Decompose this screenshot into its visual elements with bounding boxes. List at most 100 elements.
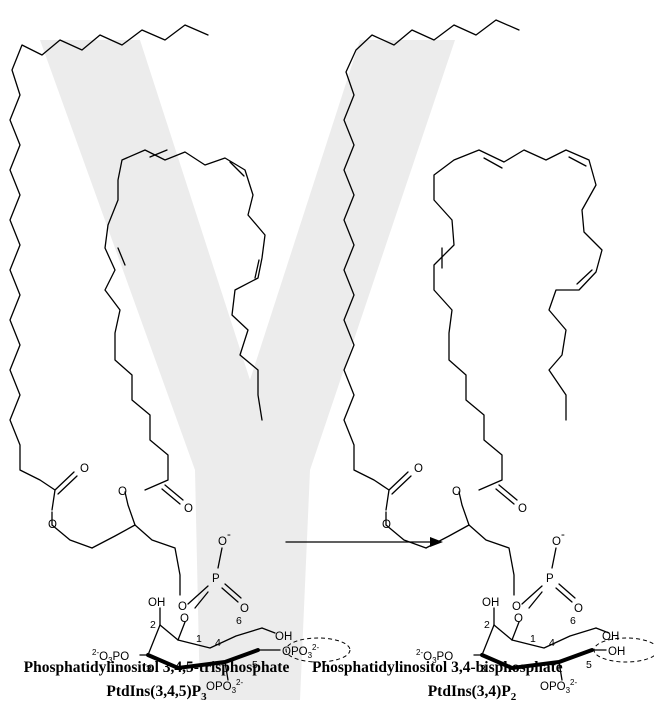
- right-glycerol-o2: [458, 491, 470, 526]
- right-ring-num-2: 2: [484, 619, 490, 631]
- right-o-double: O: [574, 603, 583, 615]
- left-o-double: O: [240, 603, 249, 615]
- left-oh2: OH: [148, 597, 165, 609]
- right-ring-num-1: 1: [530, 633, 536, 645]
- right-phosphate-p-o-double-2: [558, 583, 576, 599]
- left-o-ester2: O: [118, 486, 127, 498]
- left-ring-sides: [147, 624, 161, 656]
- right-caption-abbr-sub: 2: [510, 691, 517, 704]
- left-ring-num-4: 4: [215, 637, 221, 649]
- left-oh6: OH: [275, 631, 292, 643]
- right-chain-1: [343, 19, 520, 511]
- left-caption-abbr-main: PtdIns(3,4,5)P: [106, 683, 202, 700]
- right-ring-sides: [481, 624, 495, 656]
- right-ring-num-3: 3: [480, 663, 486, 675]
- left-chain-2-db3: [254, 259, 260, 279]
- left-chain-2-db1: [149, 149, 168, 158]
- right-opo3-4: OPO32-: [540, 678, 577, 695]
- right-ester-1-carbonyl: [388, 471, 409, 491]
- left-phosphate-p-o-double-2: [224, 583, 242, 599]
- left-ring-num-2: 2: [150, 619, 156, 631]
- right-phosphate-p-o-ring: [528, 591, 543, 609]
- right-o-minus-charge: -: [561, 529, 565, 541]
- left-phosphate-o-ring: [177, 621, 186, 641]
- left-chain-2-db2: [229, 161, 245, 177]
- right-ester-2-carbonyl: [498, 484, 518, 501]
- right-o-ester1-link: O: [382, 519, 391, 531]
- right-chain-2-db2: [568, 156, 587, 167]
- left-o-minus: O: [218, 536, 227, 548]
- left-pre-op: OPO32-: [282, 643, 319, 660]
- right-ring-num-6: 6: [570, 615, 576, 627]
- left-highlight-ellipse: [285, 637, 351, 663]
- right-o-ring: O: [514, 613, 523, 625]
- left-ring-num-3: 3: [146, 663, 152, 675]
- right-ring-c4: [558, 661, 563, 681]
- right-molecule: O O O O O O - P O O OH OH OH 2-O3PO OPO3…: [343, 19, 654, 695]
- left-chain-2-db4: [117, 247, 126, 266]
- right-p: P: [546, 573, 554, 585]
- left-opo3-4: OPO32-: [206, 678, 243, 695]
- left-o-ester1: O: [80, 463, 89, 475]
- left-o-ring: O: [180, 613, 189, 625]
- right-ester-1-carbonyl-2: [391, 475, 412, 495]
- left-p: P: [212, 573, 220, 585]
- left-o-minus-charge: -: [227, 529, 231, 541]
- left-phosphate-p-o-double: [221, 587, 239, 603]
- left-ring-front: [146, 648, 260, 671]
- right-chain-2-db3: [576, 269, 593, 285]
- right-ester-1-o: [385, 511, 427, 549]
- left-ester-1-carbonyl-2: [57, 475, 78, 495]
- right-o-minus: O: [552, 536, 561, 548]
- right-oh5: OH: [608, 646, 625, 658]
- right-o3po: 2-O3PO: [416, 648, 453, 665]
- left-molecule: O O O O O O - P O O OH OH OPO32- 2-O3PO …: [9, 24, 351, 695]
- left-glycerol: [91, 524, 181, 596]
- watermark-shape: [40, 40, 455, 700]
- right-phosphate-bonds: [521, 585, 543, 605]
- left-ring-upper: [159, 624, 263, 649]
- right-caption-abbr-main: PtdIns(3,4)P: [427, 683, 511, 700]
- right-ring-front: [480, 648, 594, 671]
- right-chain-2: [433, 149, 603, 491]
- right-ring-upper: [493, 624, 597, 649]
- right-ester-2-carbonyl-2: [495, 488, 515, 505]
- right-o-glycerol: O: [512, 601, 521, 613]
- left-phosphate-p-o-up: [217, 547, 223, 569]
- left-chain-1: [9, 24, 209, 511]
- left-phosphate-bonds: [187, 585, 209, 605]
- left-ring-num-5: 5: [252, 659, 258, 671]
- right-chain-2-db1: [483, 157, 503, 169]
- right-phosphate-p-o-up: [551, 547, 557, 569]
- right-oh6: OH: [602, 631, 619, 643]
- left-ring-c4: [224, 661, 229, 681]
- left-ester-2-carbonyl-2: [161, 488, 181, 505]
- left-caption-abbr-sub: 3: [201, 691, 207, 704]
- left-ester-1-o: [51, 511, 93, 549]
- right-ring-num-4: 4: [549, 637, 555, 649]
- left-caption-name: Phosphatidylinositol 3,4,5-trisphosphate: [23, 659, 290, 676]
- right-o-ester1: O: [414, 463, 423, 475]
- right-o-ester2: O: [452, 486, 461, 498]
- right-ring-c6: [595, 627, 610, 634]
- left-caption-abbr: PtdIns(3,4,5)P3: [4, 683, 309, 703]
- left-o-ester2-carbonyl: O: [184, 503, 193, 515]
- left-o-ester1-link: O: [48, 519, 57, 531]
- right-caption-abbr: PtdIns(3,4)P2: [312, 683, 632, 703]
- left-chain-2: [104, 149, 266, 491]
- left-ester-2-carbonyl: [164, 484, 184, 501]
- right-phosphate-p-o-double: [555, 587, 573, 603]
- right-glycerol: [425, 524, 515, 596]
- right-o-ester2-carbonyl: O: [518, 503, 527, 515]
- left-o-glycerol: O: [178, 601, 187, 613]
- right-highlight-ellipse: [593, 637, 654, 663]
- left-glycerol-o2: [124, 491, 136, 526]
- left-ester-1-carbonyl: [54, 471, 75, 491]
- left-ring-num-1: 1: [196, 633, 202, 645]
- right-caption-name: Phosphatidylinositol 3,4-bisphosphate: [312, 659, 563, 676]
- right-phosphate-o-ring: [511, 621, 520, 641]
- left-phosphate-p-o-ring: [194, 591, 209, 609]
- right-oh2: OH: [482, 597, 499, 609]
